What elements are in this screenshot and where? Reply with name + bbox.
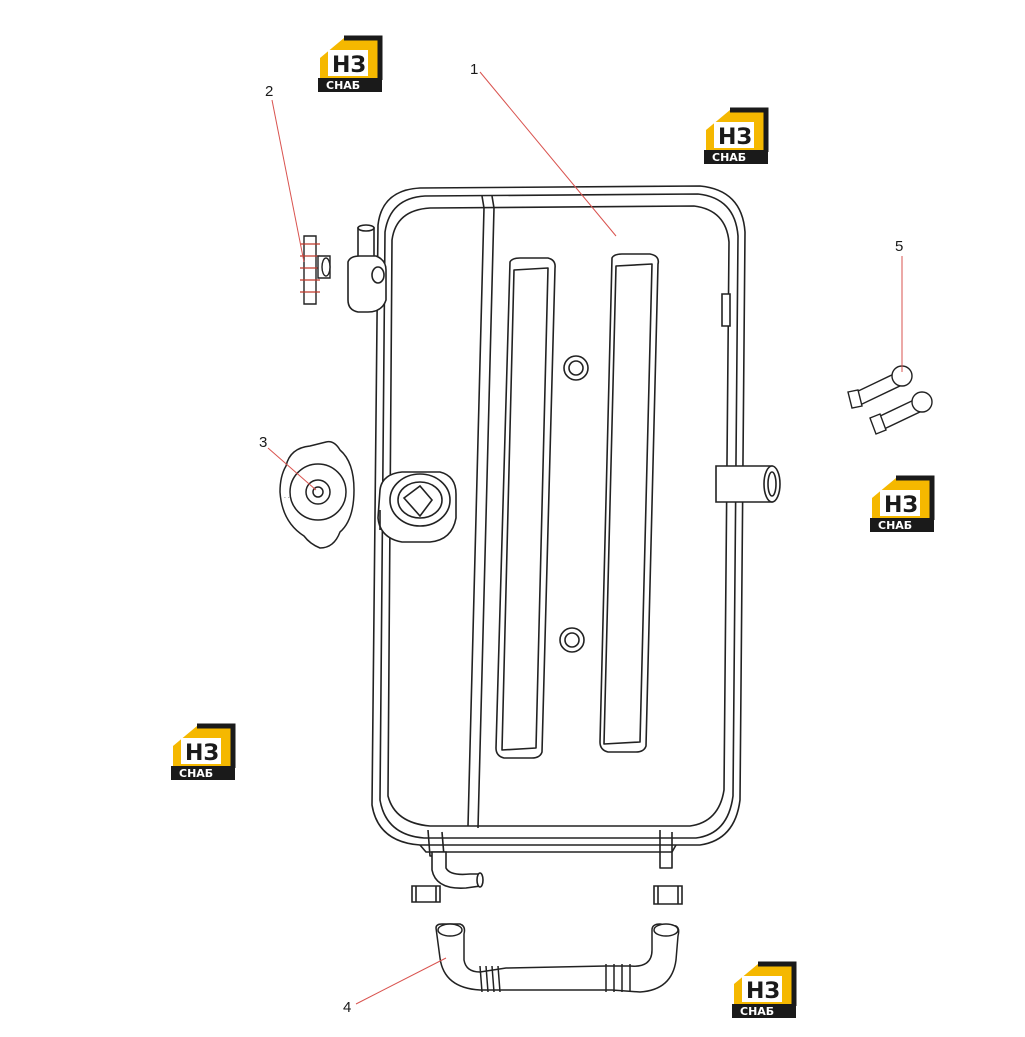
callout-4: 4 (343, 999, 351, 1016)
svg-text:НЗ: НЗ (884, 493, 918, 518)
vent-cap-assembly (300, 235, 331, 305)
bolts (847, 365, 933, 435)
leader-3 (267, 447, 317, 491)
svg-text:· ·: · · (284, 495, 290, 502)
leader-4 (355, 957, 447, 1005)
svg-text:НЗ: НЗ (718, 125, 752, 150)
svg-text:СНАБ: СНАБ (740, 1005, 774, 1018)
svg-text:СНАБ: СНАБ (712, 151, 746, 164)
fuel-hose (435, 923, 680, 993)
leader-2 (271, 99, 305, 263)
vent-fitting (347, 224, 387, 313)
svg-text:СНАБ: СНАБ (326, 79, 360, 92)
svg-text:СНАБ: СНАБ (878, 519, 912, 532)
brand-logo: НЗ СНАБ (704, 110, 768, 164)
callout-5: 5 (895, 238, 903, 255)
svg-text:НЗ: НЗ (746, 979, 780, 1004)
fuel-tank (371, 185, 746, 869)
svg-text:СНАБ: СНАБ (179, 767, 213, 780)
svg-text:НЗ: НЗ (185, 741, 219, 766)
leader-1 (479, 71, 617, 237)
side-outlet (715, 293, 781, 503)
filler-neck (377, 471, 457, 543)
brand-logo: НЗ СНАБ (318, 38, 382, 92)
brand-logo: НЗ СНАБ (870, 478, 934, 532)
tank-cap: · · (279, 440, 355, 549)
callout-1: 1 (470, 61, 478, 78)
callout-3: 3 (259, 434, 267, 451)
leader-lines (267, 71, 903, 1005)
callout-2: 2 (265, 83, 273, 100)
brand-logo: НЗ СНАБ (171, 726, 235, 780)
brand-logo: НЗ СНАБ (732, 964, 796, 1018)
drain-elbow (411, 851, 683, 905)
svg-text:НЗ: НЗ (332, 53, 366, 78)
